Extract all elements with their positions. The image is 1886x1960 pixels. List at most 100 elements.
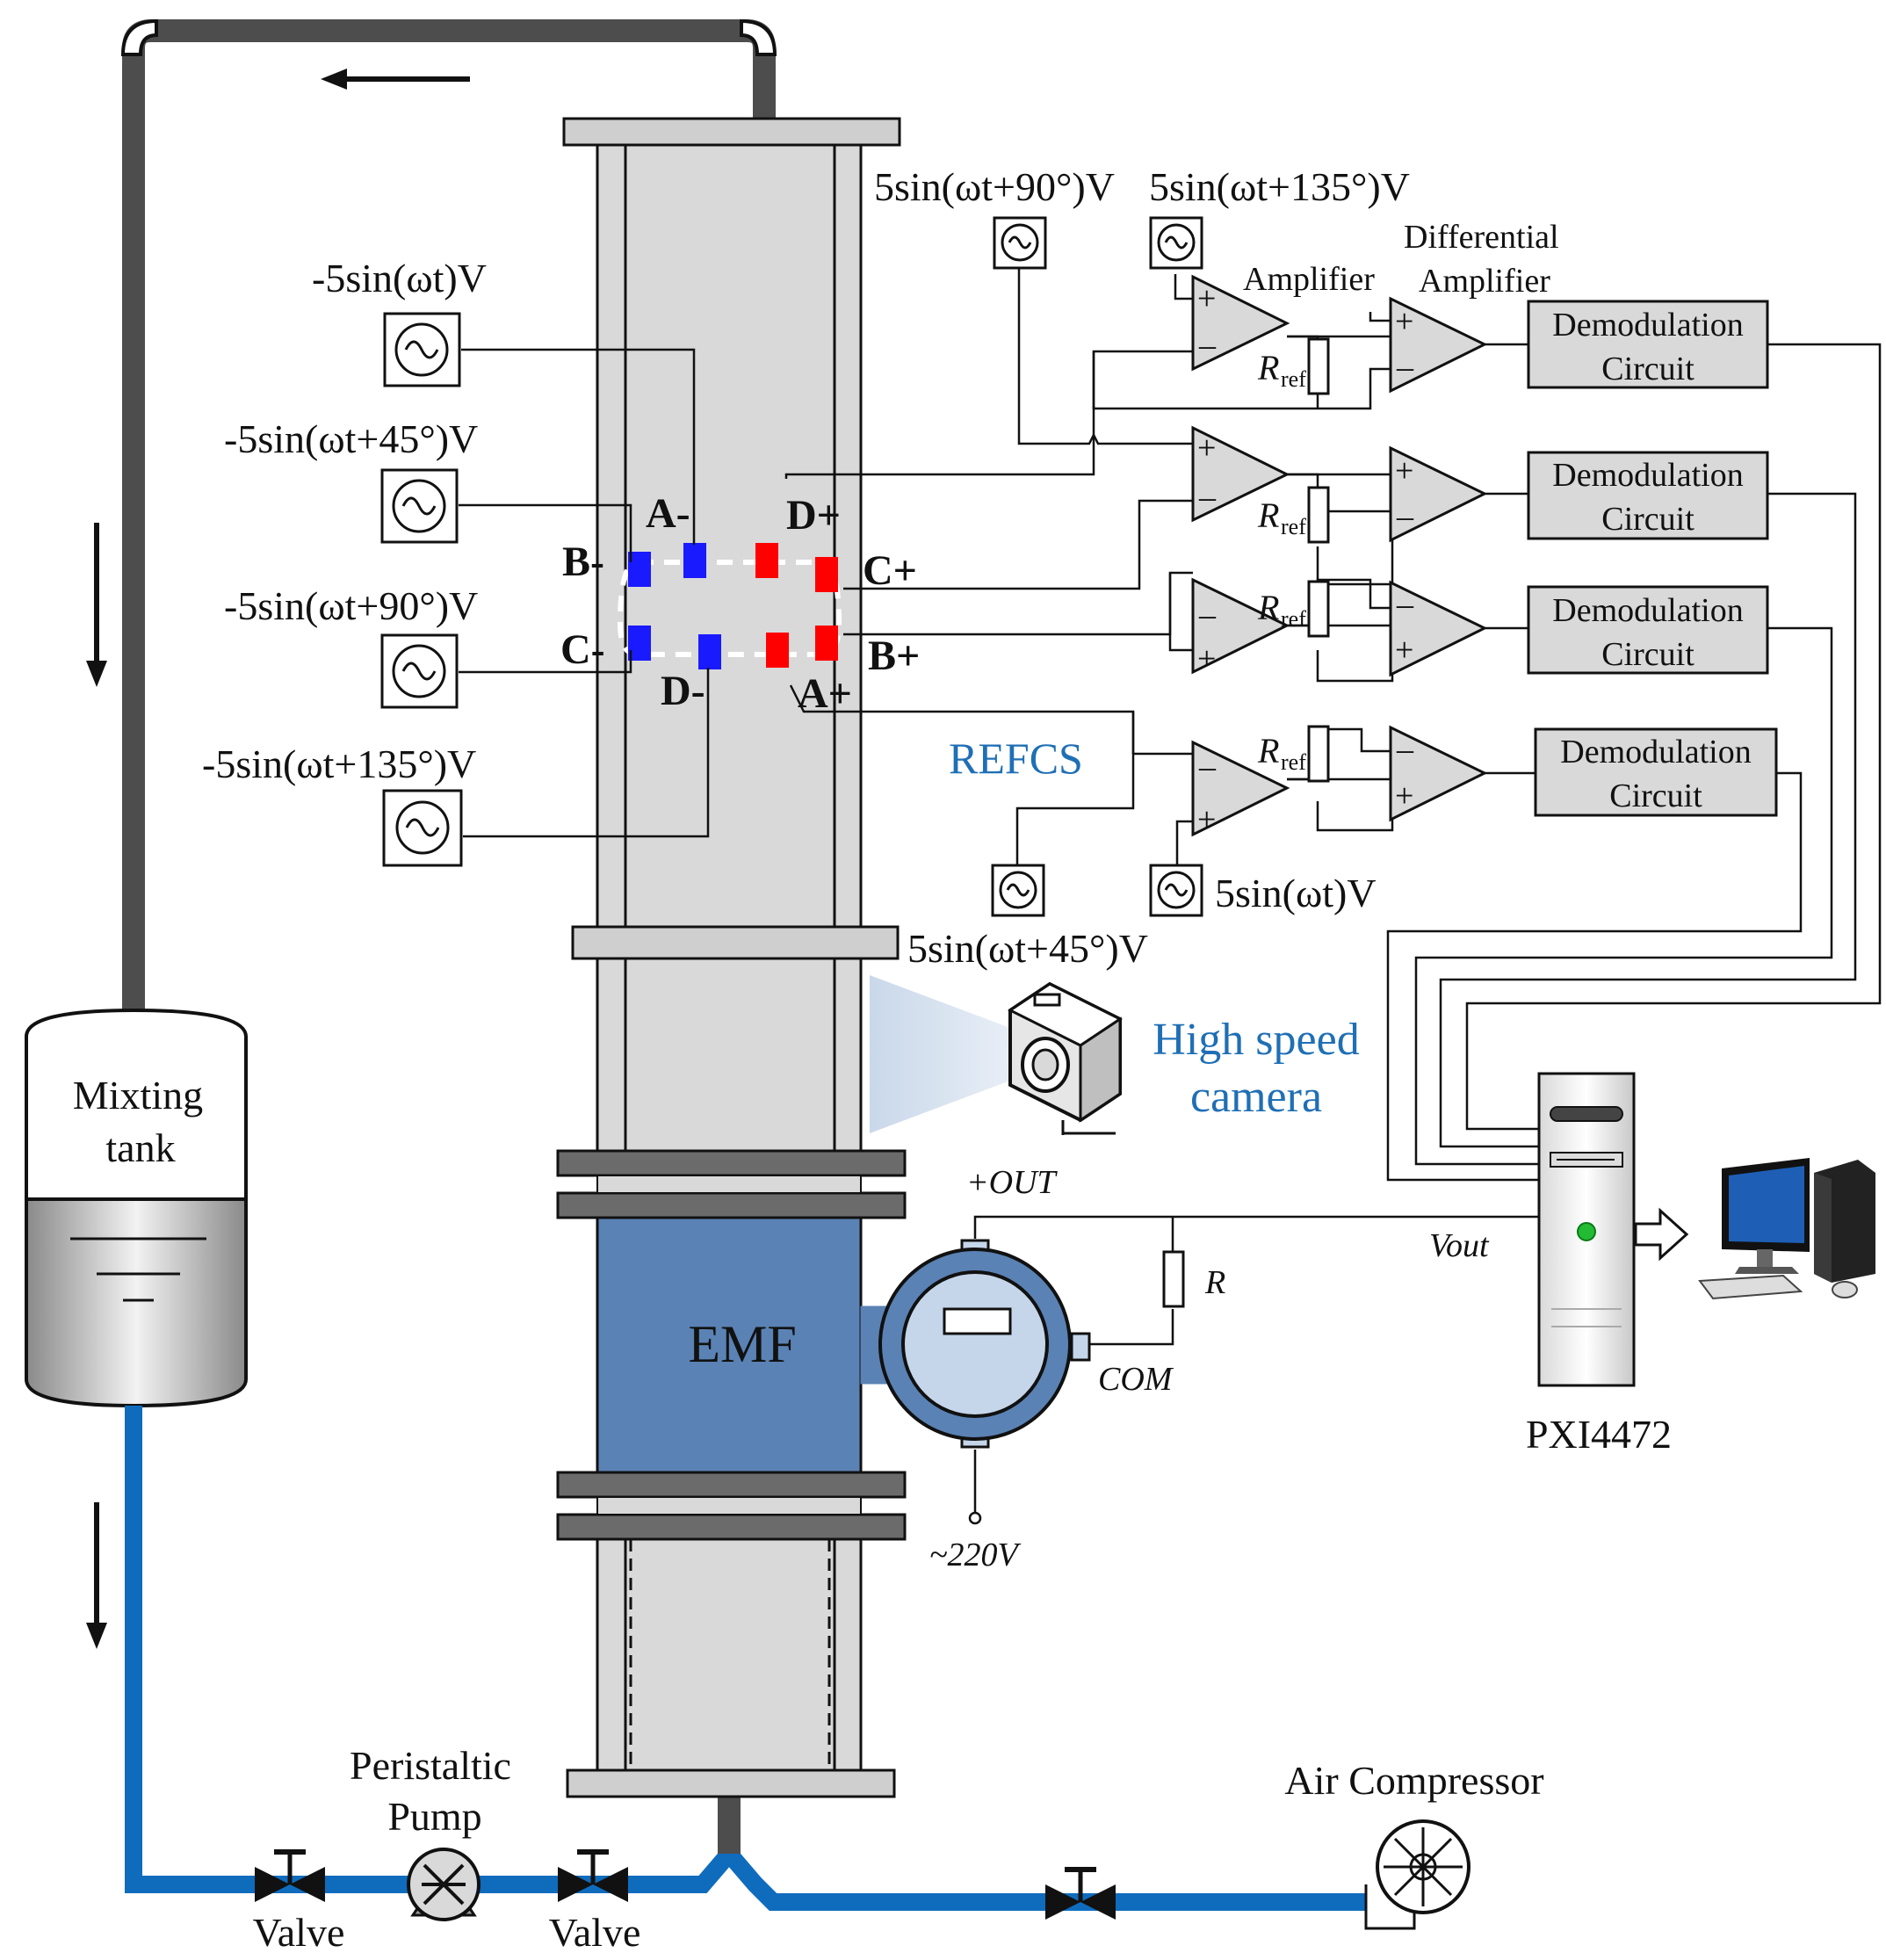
- label-a-minus: A-: [646, 490, 690, 537]
- svg-text:–: –: [1396, 731, 1414, 768]
- svg-text:ref: ref: [1281, 366, 1306, 392]
- pxi-chassis: [1537, 1072, 1636, 1387]
- svg-text:-5sin(ωt+45°)V: -5sin(ωt+45°)V: [224, 416, 478, 461]
- electrode-ring: [617, 543, 842, 669]
- svg-text:ref: ref: [1281, 514, 1306, 539]
- electrode-c-minus: [628, 626, 651, 661]
- electrode-d-plus: [755, 543, 778, 578]
- electrode-a-plus: [766, 633, 789, 668]
- svg-text:Circuit: Circuit: [1601, 351, 1695, 387]
- sine-icon: [401, 662, 437, 681]
- svg-text:+: +: [1197, 280, 1216, 317]
- sine-icon: [1164, 235, 1189, 250]
- flow-arrow-left-icon: [321, 69, 470, 90]
- amplifier-2: +–: [1191, 425, 1290, 523]
- test-column: [556, 117, 907, 1798]
- svg-text:+: +: [1197, 640, 1216, 677]
- demod-circuit-1: Demodulation Circuit: [1527, 300, 1769, 389]
- camera-icon: [1008, 981, 1123, 1135]
- vout-label: Vout: [1429, 1227, 1490, 1264]
- feed-pipe: [125, 1406, 1370, 1911]
- svg-text:5sin(ωt+135°)V: 5sin(ωt+135°)V: [1149, 164, 1410, 209]
- sine-icon: [404, 340, 439, 359]
- diff-amp-label-1: Differential: [1404, 219, 1559, 256]
- sine-icon: [401, 496, 437, 516]
- svg-text:Circuit: Circuit: [1601, 501, 1695, 538]
- demod-circuit-2: Demodulation Circuit: [1527, 451, 1769, 540]
- svg-text:–: –: [1198, 327, 1217, 364]
- valve-2[interactable]: [558, 1849, 628, 1902]
- label-d-plus: D+: [786, 492, 841, 539]
- diff-amp-label-2: Amplifier: [1419, 263, 1550, 300]
- svg-text:5sin(ωt+45°)V: 5sin(ωt+45°)V: [907, 926, 1148, 971]
- demod-circuit-4: Demodulation Circuit: [1534, 727, 1778, 817]
- transmitter-display: [943, 1307, 1012, 1335]
- svg-text:–: –: [1198, 597, 1217, 633]
- diff-amplifier-1: +–: [1389, 296, 1488, 394]
- svg-text:Demodulation: Demodulation: [1552, 307, 1743, 344]
- label-d-minus: D-: [661, 668, 705, 714]
- amplifier-3: –+: [1191, 577, 1290, 677]
- source-bottom-1: 5sin(ωt+45°)V: [907, 864, 1148, 971]
- svg-text:+: +: [1197, 430, 1216, 466]
- svg-text:-5sin(ωt+135°)V: -5sin(ωt+135°)V: [202, 741, 476, 786]
- compressor-label: Air Compressor: [1284, 1758, 1543, 1803]
- circuit-wires: [784, 268, 1882, 1515]
- pxi-label: PXI4472: [1526, 1412, 1672, 1457]
- svg-text:+: +: [1395, 632, 1413, 669]
- arrow-right-icon: [1634, 1207, 1689, 1262]
- diff-amplifier-4: –+: [1389, 725, 1488, 822]
- emf-transmitter: [860, 1239, 1091, 1449]
- refcs-label: REFCS: [949, 734, 1083, 783]
- flow-arrow-down-icon: [86, 1502, 107, 1649]
- return-pipe: [120, 18, 777, 1010]
- svg-text:ref: ref: [1281, 606, 1306, 632]
- camera-label-2: camera: [1190, 1072, 1322, 1122]
- amplifier-1: +–: [1191, 274, 1290, 372]
- svg-text:–: –: [1396, 586, 1414, 623]
- rref-4: R ref: [1257, 725, 1330, 783]
- electrode-c-plus: [815, 557, 838, 592]
- svg-text:R: R: [1257, 348, 1279, 387]
- rref-2: R ref: [1257, 486, 1330, 544]
- junction-dots: [968, 1511, 982, 1525]
- flow-arrow-down-icon: [86, 523, 107, 687]
- computer-icon: [1698, 1158, 1875, 1300]
- diff-amplifier-3: –+: [1389, 580, 1488, 677]
- svg-text:5sin(ωt)V: 5sin(ωt)V: [1215, 871, 1377, 915]
- svg-text:5sin(ωt+90°)V: 5sin(ωt+90°)V: [874, 164, 1115, 209]
- mains-label: ~220V: [929, 1537, 1022, 1573]
- svg-text:Demodulation: Demodulation: [1560, 734, 1751, 770]
- source-top-2: 5sin(ωt+135°)V: [1149, 164, 1410, 270]
- peristaltic-pump-icon: [407, 1848, 481, 1921]
- svg-text:R: R: [1257, 731, 1279, 770]
- svg-text:Circuit: Circuit: [1601, 636, 1695, 673]
- source-bottom-2: 5sin(ωt)V: [1149, 864, 1377, 917]
- valve-1[interactable]: [255, 1849, 325, 1902]
- amplifier-label: Amplifier: [1243, 261, 1375, 298]
- rref-1: R ref: [1257, 337, 1330, 395]
- svg-text:Demodulation: Demodulation: [1552, 457, 1743, 494]
- svg-text:–: –: [1396, 349, 1414, 386]
- svg-text:ref: ref: [1281, 749, 1306, 775]
- com-label: COM: [1098, 1361, 1174, 1398]
- svg-text:-5sin(ωt+90°)V: -5sin(ωt+90°)V: [224, 583, 478, 628]
- source-top-1: 5sin(ωt+90°)V: [874, 164, 1115, 270]
- out-plus-label: +OUT: [966, 1164, 1059, 1201]
- svg-text:Demodulation: Demodulation: [1552, 592, 1743, 629]
- svg-text:R: R: [1257, 495, 1279, 535]
- svg-text:+: +: [1395, 777, 1413, 814]
- valve-label-1: Valve: [253, 1910, 345, 1955]
- pump-label-1: Peristaltic: [350, 1743, 511, 1788]
- valve-3[interactable]: [1045, 1867, 1116, 1920]
- svg-text:–: –: [1198, 749, 1217, 785]
- sine-icon: [405, 818, 440, 837]
- svg-text:+: +: [1395, 303, 1413, 340]
- svg-text:Circuit: Circuit: [1609, 777, 1702, 814]
- left-source-wires: [459, 348, 710, 838]
- mixing-tank: Mixting tank: [25, 1008, 248, 1408]
- electrode-a-minus: [683, 543, 706, 578]
- pump-label-2: Pump: [387, 1794, 481, 1839]
- svg-text:+: +: [1197, 801, 1216, 838]
- rref-3: R ref: [1257, 580, 1330, 638]
